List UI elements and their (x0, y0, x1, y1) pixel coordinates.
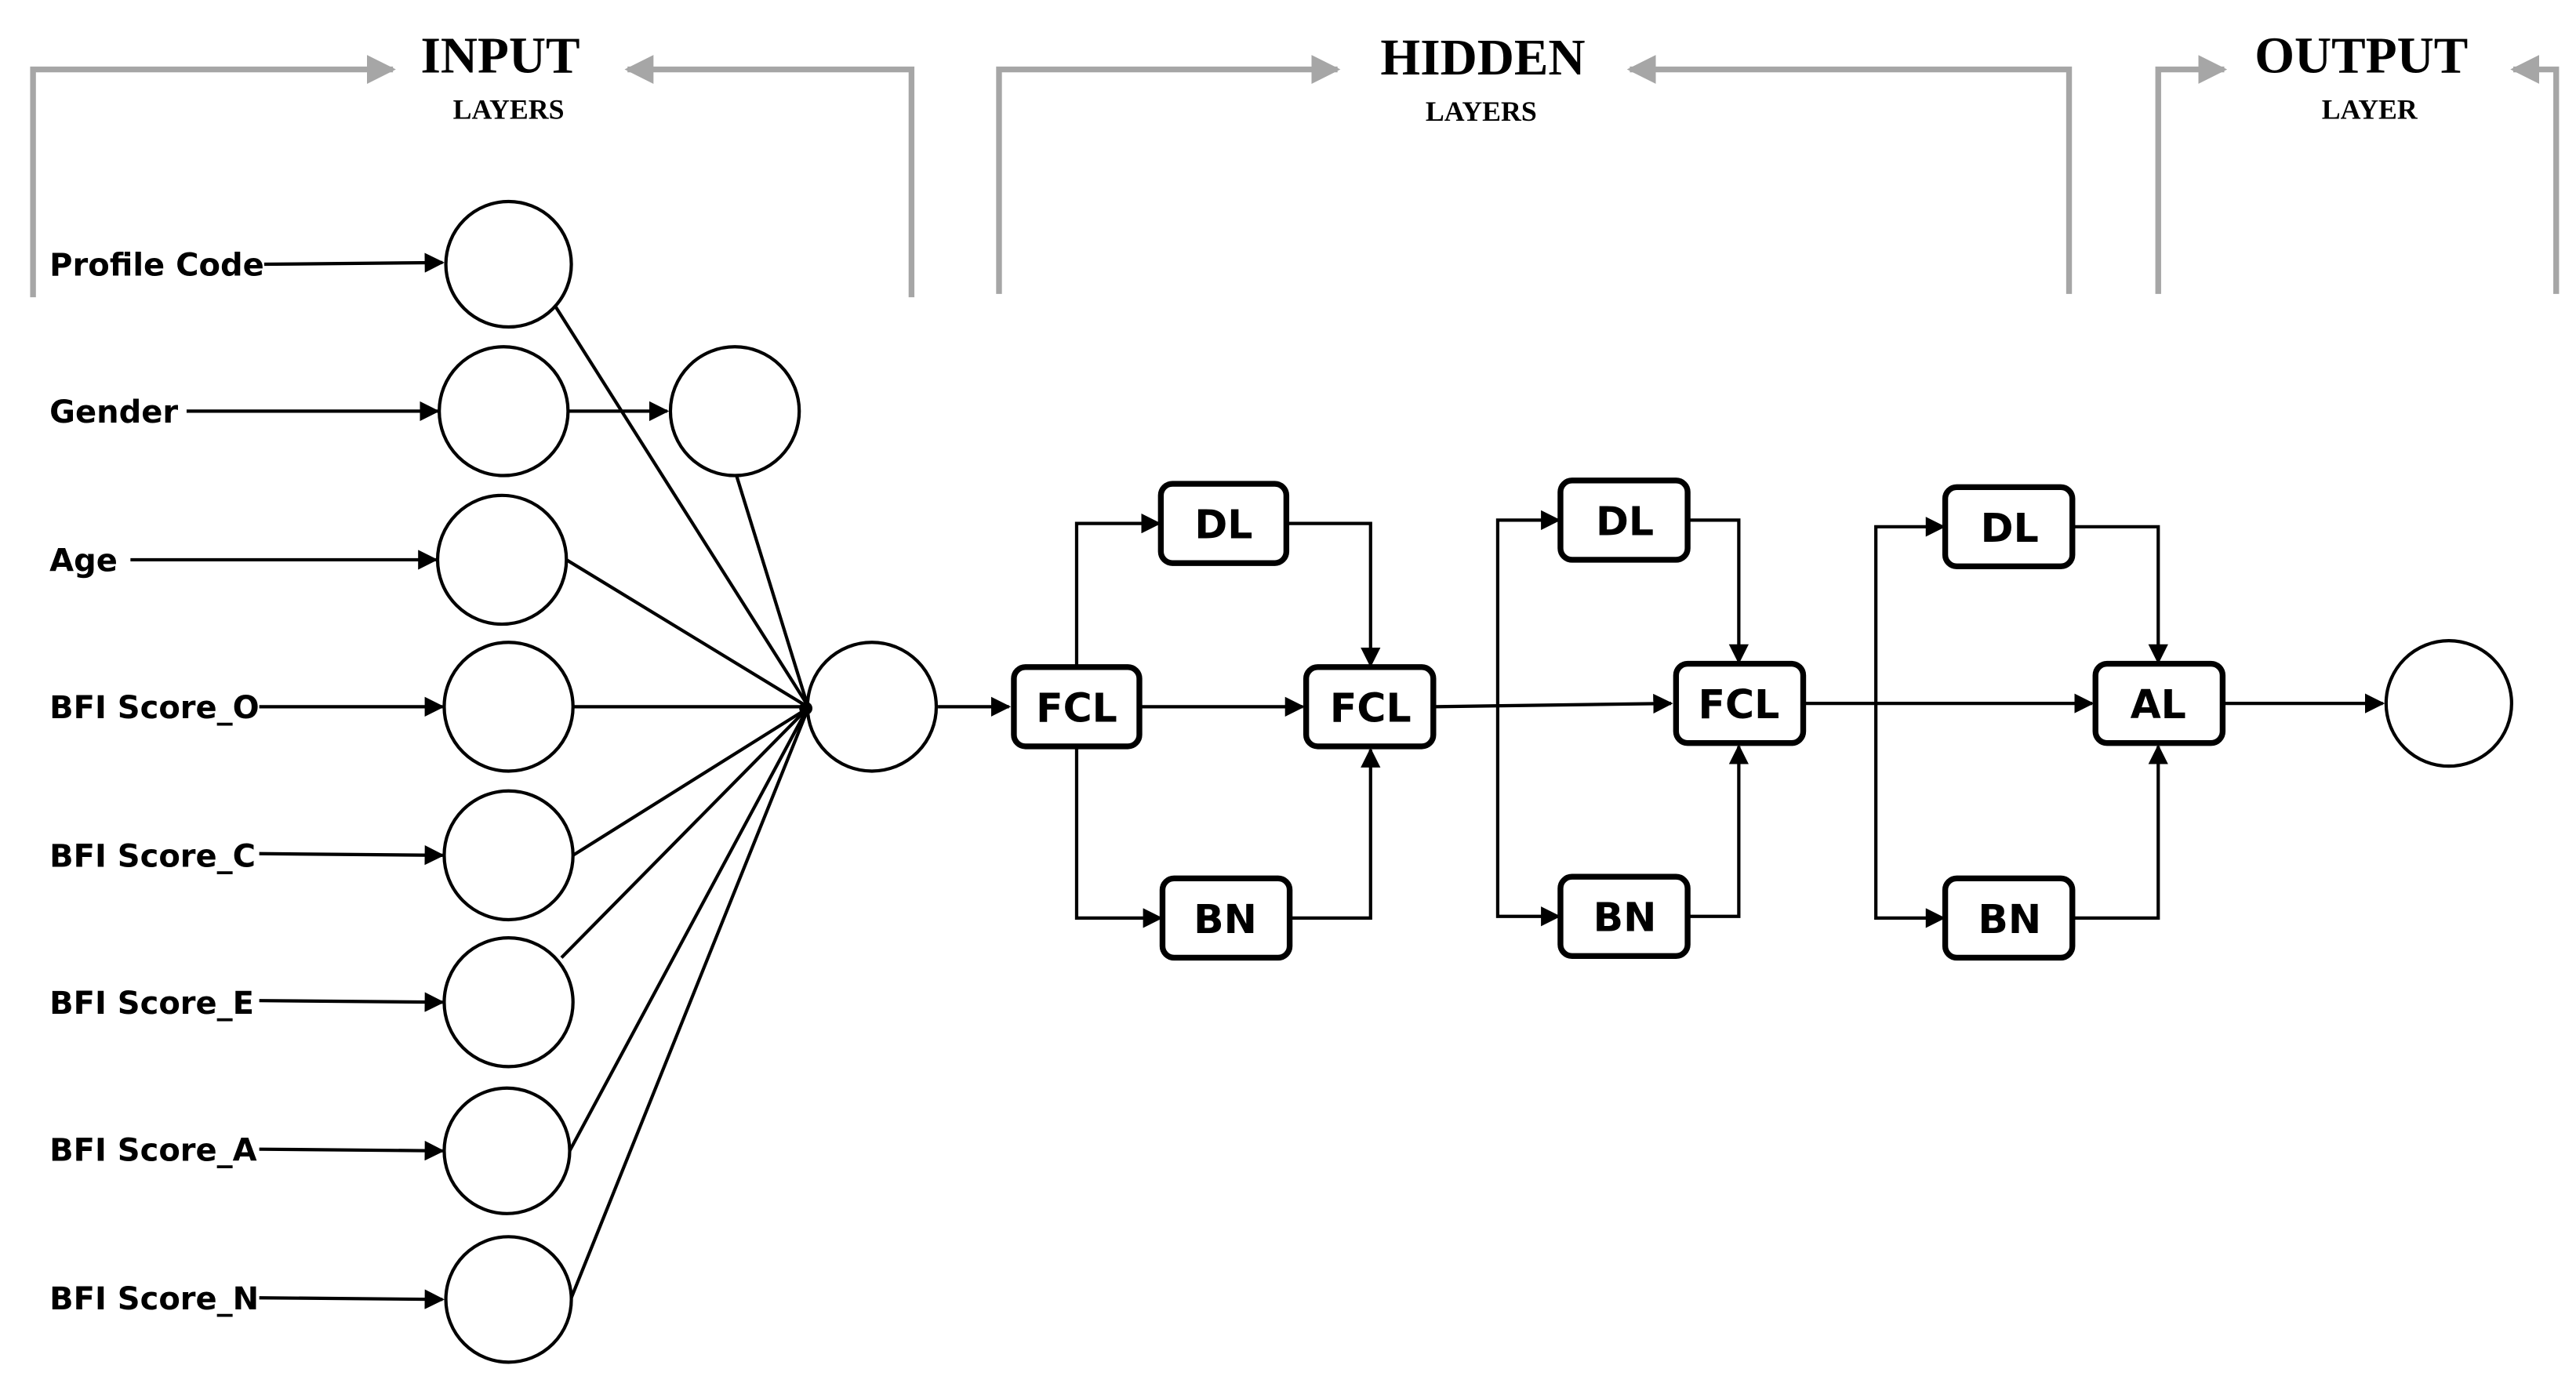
hidden-section-header: HIDDEN LAYERS (996, 30, 2073, 294)
input-section-title: INPUT (421, 28, 580, 85)
fcl-box (1673, 660, 1807, 746)
connection-line (1291, 747, 1381, 920)
connection-line (560, 706, 809, 959)
merge-junction (799, 702, 813, 715)
output-section-subtitle: LAYER (2322, 94, 2418, 125)
al-box (2092, 660, 2226, 746)
input-bracket-left (30, 55, 396, 298)
connection-line (1074, 513, 1161, 667)
connection-line (1495, 510, 1561, 707)
input-label-bfi-n: BFI Score_N (49, 1281, 259, 1317)
input-label-profile-code: Profile Code (49, 248, 264, 284)
dl-box (1557, 477, 1691, 563)
output-bracket-right (2510, 55, 2560, 294)
input-node (435, 493, 569, 626)
connection-line (1433, 693, 1673, 714)
hidden-connections (938, 510, 2385, 928)
dl-label: DL (1981, 505, 2039, 551)
input-label-bfi-o: BFI Score_O (49, 690, 259, 726)
input-section-header: INPUT LAYERS (30, 28, 915, 298)
block-1: FCL DL BN (1011, 481, 1293, 961)
block-3: FCL DL BN (1673, 484, 2076, 961)
connection-line (572, 706, 808, 857)
dl-label: DL (1596, 498, 1654, 544)
bn-box (1942, 875, 2076, 961)
hidden-section-subtitle: LAYERS (1426, 96, 1537, 127)
connection-line (1288, 521, 1381, 668)
output-bracket-left (2155, 55, 2228, 294)
input-arrow-bfi-e (259, 992, 445, 1012)
dl-box (1942, 484, 2076, 570)
connection-line (569, 709, 809, 1298)
output-section-header: OUTPUT LAYER (2155, 28, 2560, 294)
connection-line (1874, 517, 1946, 704)
bn-label: BN (1978, 896, 2041, 942)
input-arrow-bfi-n (259, 1289, 445, 1309)
bn-box (1557, 873, 1691, 960)
connection-line (553, 304, 809, 706)
output-node (2384, 639, 2513, 768)
fcl-label: FCL (1036, 684, 1117, 731)
bn-label: BN (1194, 896, 1257, 942)
input-label-bfi-e: BFI Score_E (49, 986, 254, 1022)
connection-line (1688, 518, 1749, 665)
merge-node (805, 641, 939, 773)
connection-line (735, 474, 809, 706)
fcl-label: FCL (1698, 681, 1779, 728)
input-label-age: Age (49, 543, 118, 579)
hidden-section-title: HIDDEN (1380, 30, 1585, 86)
input-node (442, 936, 575, 1069)
input-arrow-profile-code (263, 252, 445, 273)
input-label-bfi-c: BFI Score_C (49, 839, 256, 875)
input-node (444, 199, 573, 329)
connection-line (1874, 703, 1946, 928)
connection-line (1495, 706, 1561, 927)
input-node (442, 641, 575, 773)
bn-label: BN (1593, 895, 1657, 941)
block-2: FCL DL BN (1303, 477, 1691, 960)
dl-box (1157, 481, 1290, 566)
input-to-merge-connections (553, 304, 809, 1298)
connection-line (2072, 744, 2168, 920)
input-arrow-bfi-a (259, 1140, 445, 1161)
connection-line (568, 707, 809, 1152)
hidden-bracket-left (996, 55, 1341, 294)
hidden-bracket-right (1626, 55, 2073, 294)
input-node (438, 345, 570, 477)
gender-embedding-node (668, 345, 801, 477)
fcl-label: FCL (1330, 684, 1412, 731)
input-label-gender: Gender (49, 394, 178, 430)
al-label: AL (2131, 681, 2186, 728)
connection-line (1689, 744, 1749, 918)
final-block: AL (2092, 660, 2226, 746)
input-features: Profile Code Gender Age BFI Score_O BFI … (49, 248, 445, 1317)
input-section-subtitle: LAYERS (453, 94, 565, 125)
input-bracket-right (624, 55, 915, 298)
input-label-bfi-a: BFI Score_A (49, 1132, 256, 1168)
dl-label: DL (1194, 502, 1252, 548)
connection-line (2072, 525, 2168, 665)
connection-line (1074, 747, 1163, 928)
fcl-box (1011, 664, 1143, 750)
input-nodes (435, 199, 801, 1364)
output-section-title: OUTPUT (2254, 28, 2468, 85)
fcl-box (1303, 664, 1437, 750)
input-node (444, 1235, 573, 1364)
bn-box (1159, 875, 1293, 961)
input-node (442, 1086, 572, 1215)
input-node (442, 789, 575, 922)
input-arrow-bfi-c (259, 845, 445, 866)
connection-line (565, 558, 808, 709)
